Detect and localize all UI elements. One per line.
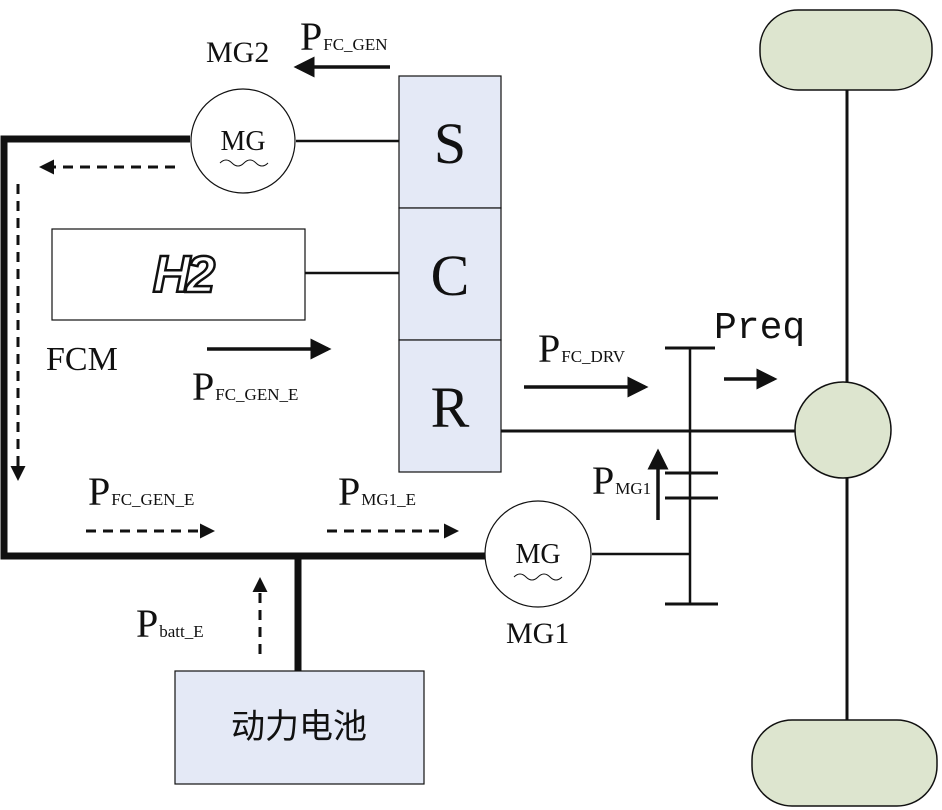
mg2-name: MG2 [206,36,269,69]
mg2-circle [190,88,296,194]
mg2-symbol: MG [220,126,265,157]
ring-gear-label: R [431,375,470,440]
battery-label: 动力电池 [231,707,367,747]
gearset-sun-box [398,75,502,209]
label-p-batt-e: Pbatt_E [136,601,204,646]
label-p-fc-gen: PFC_GEN [300,14,387,59]
label-preq: Preq [714,307,805,350]
sun-gear-label: S [434,111,466,176]
mg2-wave-icon [219,159,269,167]
mg1-symbol: MG [515,539,560,570]
mg1-name: MG1 [506,617,569,650]
fcm-name: FCM [46,341,118,378]
fcm-box [51,228,306,321]
label-p-mg1-e: PMG1_E [338,469,416,514]
top-wheel [759,9,933,91]
final-drive-gear [794,381,892,479]
label-p-fc-gen-e-bus: PFC_GEN_E [88,469,194,514]
label-p-fc-gen-e-top: PFC_GEN_E [192,364,298,409]
carrier-label: C [431,243,470,308]
gearset-carrier-box [398,207,502,341]
h2-logo: H2 [153,246,216,304]
gearset-ring-box [398,339,502,473]
label-p-mg1: PMG1 [592,458,651,503]
battery-box [174,670,425,785]
label-p-fc-drv: PFC_DRV [538,326,626,371]
electric-bus [0,135,487,560]
mg1-wave-icon [513,573,563,581]
mg1-circle [484,500,592,608]
bottom-wheel [751,719,938,807]
